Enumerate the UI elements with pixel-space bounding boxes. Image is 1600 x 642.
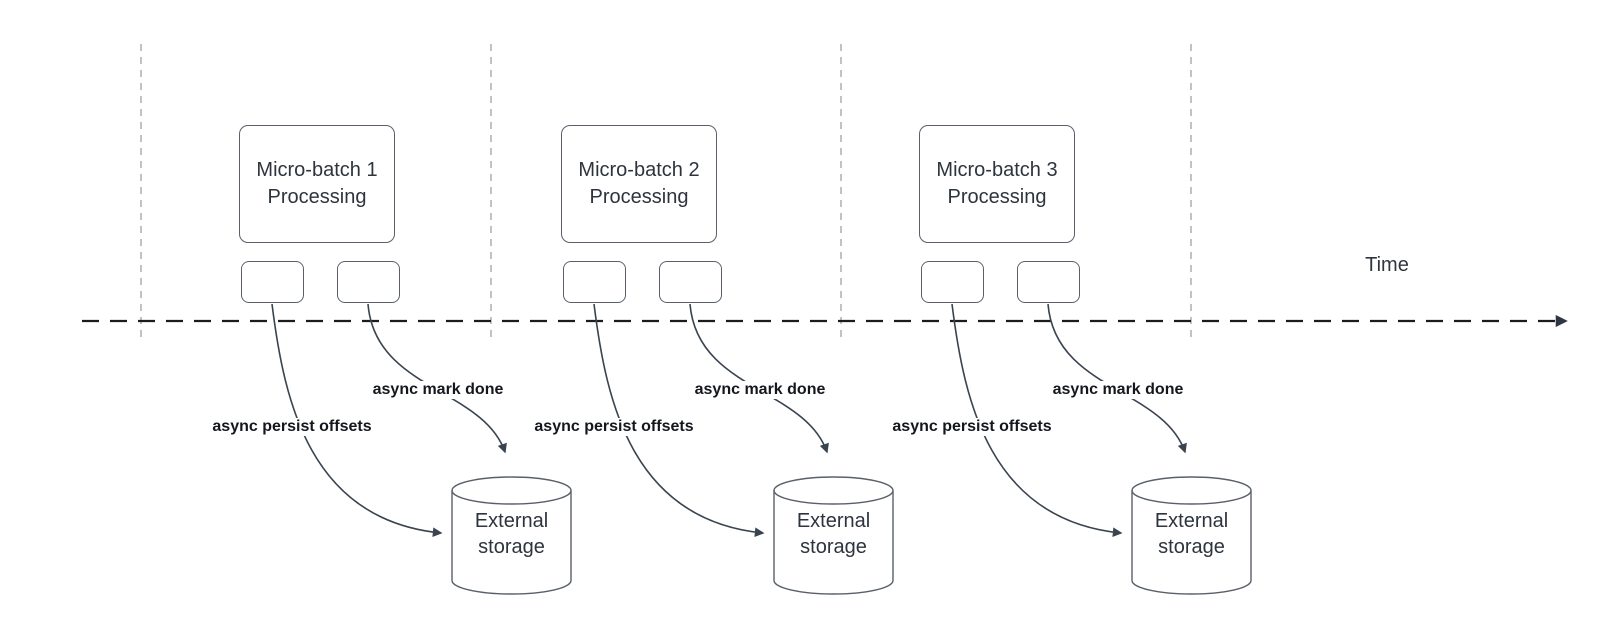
async-mark-done-arrow	[1047, 303, 1187, 454]
cylinder-top-ellipse	[1131, 490, 1252, 505]
micro-batch-processing-box: Micro-batch 3 Processing	[919, 125, 1075, 243]
mark-done-task-box	[1017, 261, 1080, 303]
async-mark-done-arrow	[689, 303, 829, 454]
external-storage-cylinder	[773, 476, 894, 595]
persist-offsets-task-box	[921, 261, 984, 303]
async-mark-done-label: async mark done	[369, 381, 507, 399]
micro-batch-box-title-line1: Micro-batch 2	[578, 159, 700, 181]
micro-batch-box-title-line2: Processing	[267, 186, 367, 208]
cylinder-top-ellipse	[451, 490, 572, 505]
async-mark-done-arrow	[367, 303, 507, 454]
external-storage-label-line1: External	[796, 510, 871, 532]
time-axis-label: Time	[1365, 254, 1409, 276]
micro-batch-processing-box: Micro-batch 2 Processing	[561, 125, 717, 243]
micro-batch-box-title-line1: Micro-batch 3	[936, 159, 1058, 181]
external-storage-label: External storage	[451, 508, 572, 560]
external-storage-label-line1: External	[474, 510, 549, 532]
async-mark-done-label: async mark done	[1049, 381, 1187, 399]
cylinder-top-ellipse	[773, 490, 894, 505]
micro-batch-box-title-line2: Processing	[947, 186, 1047, 208]
async-persist-offsets-label: async persist offsets	[889, 418, 1055, 436]
cylinder-body	[451, 476, 572, 595]
micro-batch-group-2: Micro-batch 2 Processing External storag…	[531, 0, 901, 642]
external-storage-cylinder	[1131, 476, 1252, 595]
mark-done-task-box	[659, 261, 722, 303]
async-persist-offsets-label: async persist offsets	[531, 418, 697, 436]
external-storage-label-line2: storage	[478, 536, 545, 558]
async-mark-done-label: async mark done	[691, 381, 829, 399]
async-persist-offsets-label: async persist offsets	[209, 418, 375, 436]
external-storage-label: External storage	[1131, 508, 1252, 560]
persist-offsets-task-box	[563, 261, 626, 303]
micro-batch-processing-box: Micro-batch 1 Processing	[239, 125, 395, 243]
external-storage-label-line1: External	[1154, 510, 1229, 532]
micro-batch-box-title-line1: Micro-batch 1	[256, 159, 378, 181]
micro-batch-group-3: Micro-batch 3 Processing External storag…	[889, 0, 1259, 642]
micro-batch-group-1: Micro-batch 1 Processing External storag…	[209, 0, 579, 642]
external-storage-label-line2: storage	[1158, 536, 1225, 558]
mark-done-task-box	[337, 261, 400, 303]
external-storage-cylinder	[451, 476, 572, 595]
cylinder-body	[773, 476, 894, 595]
micro-batch-box-title-line2: Processing	[589, 186, 689, 208]
cylinder-body	[1131, 476, 1252, 595]
persist-offsets-task-box	[241, 261, 304, 303]
external-storage-label-line2: storage	[800, 536, 867, 558]
external-storage-label: External storage	[773, 508, 894, 560]
